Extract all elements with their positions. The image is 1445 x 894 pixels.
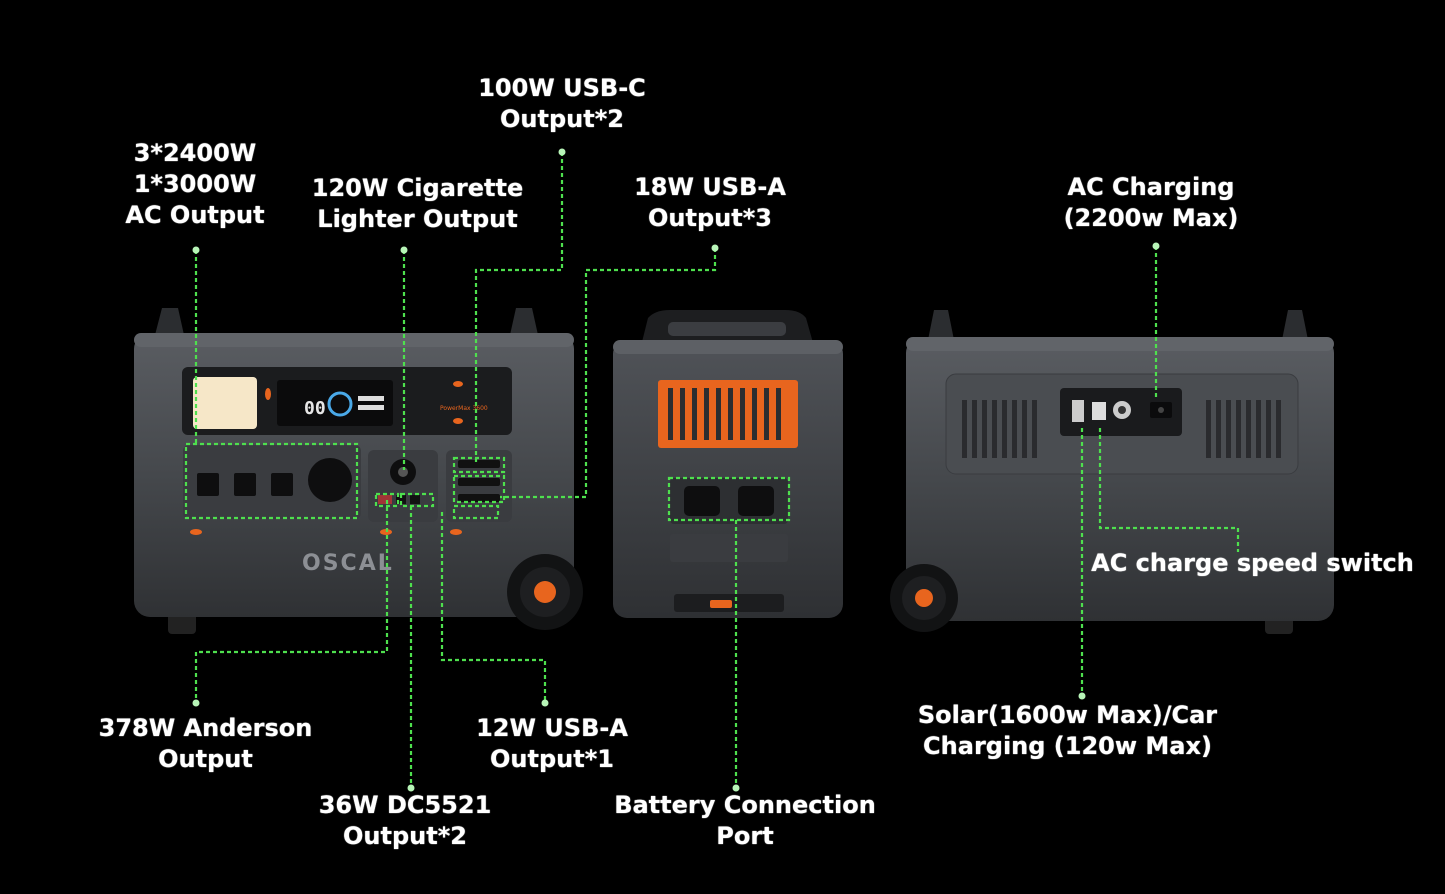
label-line: Solar(1600w Max)/Car <box>917 701 1218 729</box>
brand-logo: OSCAL <box>302 551 394 576</box>
ac-socket <box>197 473 219 496</box>
label-line: AC Output <box>125 201 265 229</box>
ac-30a-socket <box>308 458 352 502</box>
label-ac-output: 3*2400W 1*3000W AC Output <box>110 138 280 231</box>
lcd-screen <box>277 380 393 426</box>
label-line: Port <box>716 822 774 850</box>
label-line: Output*1 <box>490 745 614 773</box>
label-line: 3*2400W <box>133 139 257 167</box>
label-line: Charging (120w Max) <box>923 732 1212 760</box>
label-line: 12W USB-A <box>476 714 628 742</box>
label-battery-port: Battery Connection Port <box>600 790 890 852</box>
label-line: 18W USB-A <box>634 173 786 201</box>
lcd-digits: 00 <box>304 398 326 419</box>
label-anderson: 378W Anderson Output <box>88 713 323 775</box>
light-panel <box>193 377 257 429</box>
label-line: Lighter Output <box>317 205 518 233</box>
label-solar-car-charging: Solar(1600w Max)/Car Charging (120w Max) <box>905 700 1230 762</box>
label-line: 36W DC5521 <box>318 791 492 819</box>
battery-port <box>738 486 774 516</box>
label-usb-c: 100W USB-C Output*2 <box>462 73 662 135</box>
model-text: PowerMax 3600 <box>440 405 488 412</box>
label-line: Output*3 <box>648 204 772 232</box>
side-unit <box>613 310 843 618</box>
label-usb-a-12w: 12W USB-A Output*1 <box>462 713 642 775</box>
label-line: 120W Cigarette <box>311 174 524 202</box>
label-line: Output*2 <box>343 822 467 850</box>
label-line: 378W Anderson <box>98 714 313 742</box>
back-unit <box>890 310 1334 634</box>
label-line: 100W USB-C <box>478 74 646 102</box>
label-usb-a-18w: 18W USB-A Output*3 <box>615 172 805 234</box>
label-dc5521: 36W DC5521 Output*2 <box>305 790 505 852</box>
label-line: Output <box>158 745 253 773</box>
label-line: 1*3000W <box>133 170 257 198</box>
label-charge-speed-switch: AC charge speed switch <box>1080 548 1425 579</box>
front-unit: 00 PowerMax 3600 OSCAL <box>134 308 583 634</box>
label-line: AC Charging <box>1067 173 1235 201</box>
battery-port <box>684 486 720 516</box>
callout-lines <box>184 148 1240 792</box>
label-line: AC charge speed switch <box>1091 549 1414 577</box>
label-cigarette-lighter: 120W Cigarette Lighter Output <box>305 173 530 235</box>
ac-socket <box>271 473 293 496</box>
label-ac-charging: AC Charging (2200w Max) <box>1051 172 1251 234</box>
label-line: Output*2 <box>500 105 624 133</box>
ac-socket <box>234 473 256 496</box>
label-line: Battery Connection <box>614 791 876 819</box>
label-line: (2200w Max) <box>1063 204 1239 232</box>
